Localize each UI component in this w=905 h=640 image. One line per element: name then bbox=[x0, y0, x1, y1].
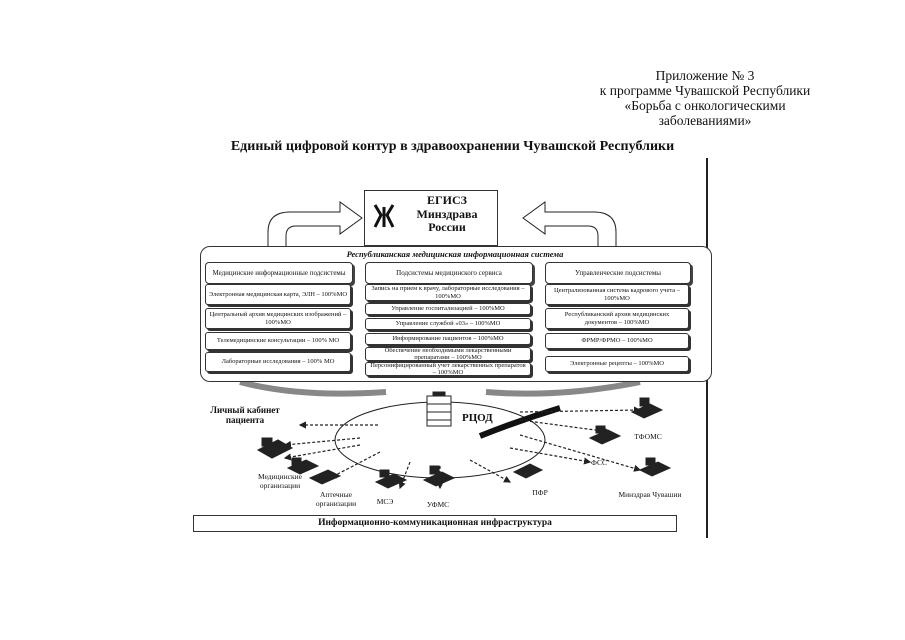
infrastructure-label: Информационно-коммуникационная инфрастру… bbox=[318, 518, 552, 528]
computer-icon-pharmacy bbox=[308, 469, 342, 485]
link-pfr bbox=[469, 459, 512, 483]
appendix-line-1: Приложение № 3 bbox=[655, 68, 755, 83]
middle-item-ambulance: Управление службой «03» – 100%МО bbox=[365, 318, 531, 330]
computer-icon-pfr bbox=[512, 463, 544, 479]
server-icon bbox=[426, 391, 452, 427]
minzdrav-label: Минздрав Чувашии bbox=[618, 490, 682, 499]
middle-item-hospitalization: Управление госпитализацией – 100%МО bbox=[365, 303, 531, 315]
pharmacy-label: Аптечные организации bbox=[315, 490, 357, 508]
rcod-label: РЦОД bbox=[462, 412, 493, 424]
link-tfoms bbox=[519, 419, 612, 435]
computer-icon-mse bbox=[374, 469, 408, 489]
link-fss bbox=[509, 447, 592, 465]
patient-portal-label: Личный кабинет пациента bbox=[210, 405, 280, 425]
rmis-title: Республиканская медицинская информационн… bbox=[346, 249, 564, 259]
right-item-doc-archive: Республиканский архив медицинских докуме… bbox=[545, 308, 689, 329]
link-medorg-1 bbox=[283, 437, 361, 449]
infrastructure-bar: Информационно-коммуникационная инфрастру… bbox=[193, 515, 677, 532]
page-title: Единый цифровой контур в здравоохранении… bbox=[230, 139, 675, 154]
left-column-header: Медицинские информационные подсистемы bbox=[205, 262, 353, 284]
appendix-line-3: «Борьба с онкологическими bbox=[624, 98, 786, 113]
link-top-right bbox=[519, 406, 642, 414]
appendix-line-2: к программе Чувашской Республики bbox=[599, 83, 811, 98]
middle-item-patient-info: Информирование пациентов – 100%МО bbox=[365, 333, 531, 345]
right-curved-arrow bbox=[522, 201, 617, 249]
rcod-hub-dark-arc bbox=[478, 405, 561, 439]
ministry-emblem-icon bbox=[371, 201, 397, 231]
med-org-label: Медицинские организации bbox=[258, 472, 302, 490]
fss-label: ФСС bbox=[591, 458, 607, 467]
left-lower-arrow bbox=[239, 379, 387, 397]
tfoms-label: ТФОМС bbox=[634, 432, 662, 441]
computer-icon-ufms bbox=[422, 465, 456, 487]
middle-item-drug-supply: Обеспечение необходимыми лекарственными … bbox=[365, 347, 531, 361]
left-curved-arrow bbox=[267, 201, 363, 249]
ufms-label: УФМС bbox=[426, 500, 450, 509]
egisz-line-3: России bbox=[428, 220, 466, 234]
right-column-header: Управленческие подсистемы bbox=[545, 262, 691, 284]
left-item-telemedicine: Телемедицинские консультации – 100% МО bbox=[205, 332, 351, 350]
middle-column-header: Подсистемы медицинского сервиса bbox=[365, 262, 533, 284]
right-item-hr: Централизованная система кадрового учета… bbox=[545, 284, 689, 305]
computer-icon-fss bbox=[588, 425, 622, 445]
appendix-block: Приложение № 3 к программе Чувашской Рес… bbox=[575, 68, 835, 128]
computer-icon-minzdrav bbox=[638, 457, 672, 477]
mse-label: МСЭ bbox=[376, 497, 394, 506]
computer-icon-medorg-1 bbox=[256, 437, 294, 459]
link-medorg-2 bbox=[283, 444, 361, 461]
link-minzdrav bbox=[519, 434, 642, 472]
egisz-line-1: ЕГИСЗ bbox=[427, 193, 467, 207]
middle-item-drug-accounting: Персонифицированный учет лекарственных п… bbox=[365, 362, 531, 376]
right-lower-arrow bbox=[485, 379, 641, 397]
computer-icon-tfoms bbox=[630, 397, 664, 419]
middle-item-appointment: Запись на прием к врачу, лабораторные ис… bbox=[365, 284, 531, 301]
egisz-box: ЕГИСЗ Минздрава России bbox=[364, 190, 498, 246]
computer-icon-medorg-2 bbox=[286, 457, 320, 475]
pfr-label: ПФР bbox=[532, 488, 548, 497]
left-item-image-archive: Центральный архив медицинских изображени… bbox=[205, 308, 351, 329]
appendix-line-4: заболеваниями» bbox=[658, 113, 752, 128]
link-pharmacy bbox=[328, 451, 381, 479]
right-item-frmr: ФРМР/ФРМО – 100%МО bbox=[545, 333, 689, 349]
egisz-line-2: Минздрава bbox=[416, 206, 478, 221]
left-item-lab: Лабораторные исследования – 100% МО bbox=[205, 352, 351, 372]
right-item-e-prescriptions: Электронные рецепты – 100%МО bbox=[545, 356, 689, 372]
left-item-ehr: Электронная медицинская карта, ЭЛН – 100… bbox=[205, 284, 351, 305]
